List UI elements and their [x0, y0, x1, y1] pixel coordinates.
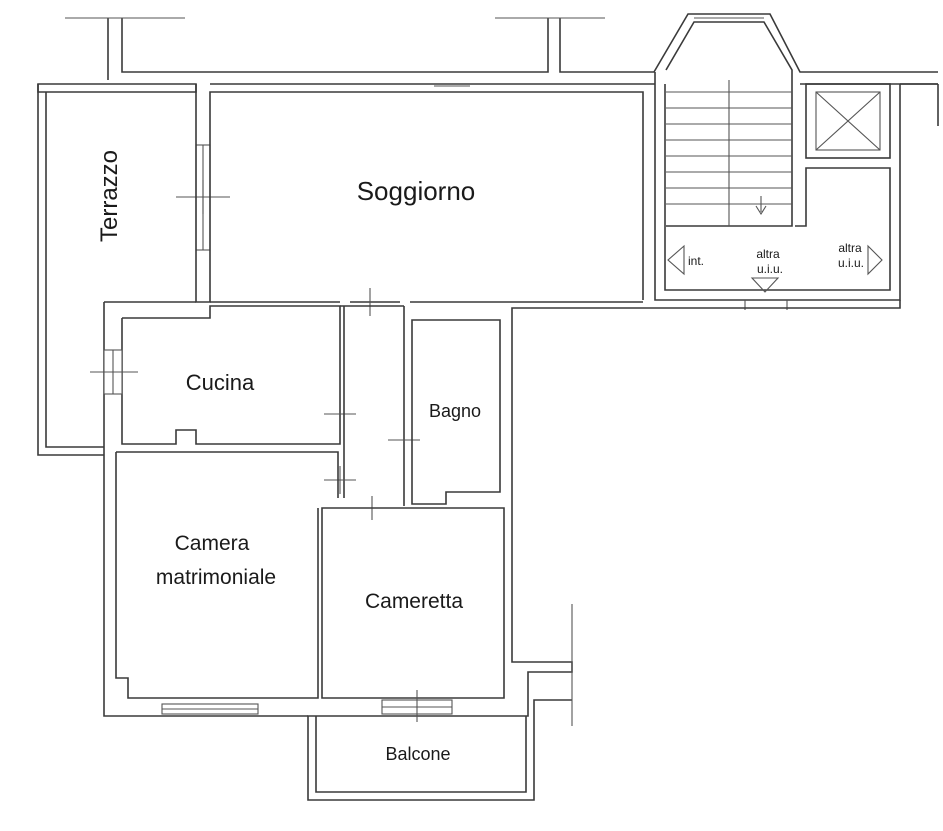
arrow-left-icon — [667, 244, 685, 276]
altra-uiu-2-line2: u.i.u. — [838, 256, 864, 270]
corridor — [324, 305, 420, 520]
altra-uiu-1-line1: altra — [756, 247, 780, 261]
terrazzo-label: Terrazzo — [96, 150, 123, 242]
soggiorno-room — [195, 84, 644, 316]
exterior-walls — [37, 13, 938, 456]
camera-room — [115, 451, 339, 715]
cameretta-room — [321, 507, 505, 722]
right-exterior — [307, 83, 939, 801]
elevator-shaft — [805, 83, 891, 159]
altra-uiu-2-line1: altra — [838, 241, 862, 255]
bagno-label: Bagno — [429, 401, 481, 421]
arrow-down-icon — [750, 277, 780, 293]
balcone-label: Balcone — [385, 744, 450, 764]
balcone-room — [315, 716, 527, 793]
cucina-label: Cucina — [186, 370, 255, 395]
cameretta-label: Cameretta — [365, 590, 463, 613]
int-label: int. — [688, 254, 704, 268]
staircase — [654, 17, 901, 301]
matrimoniale-label: matrimoniale — [156, 566, 276, 589]
stair-treads — [666, 91, 792, 205]
bagno-room — [411, 319, 501, 505]
terrazzo-window — [176, 144, 230, 251]
arrow-right-icon — [867, 244, 883, 276]
camera-label: Camera — [175, 532, 250, 555]
altra-uiu-1-line2: u.i.u. — [757, 262, 783, 276]
cucina-room — [90, 301, 356, 717]
soggiorno-label: Soggiorno — [357, 176, 476, 206]
